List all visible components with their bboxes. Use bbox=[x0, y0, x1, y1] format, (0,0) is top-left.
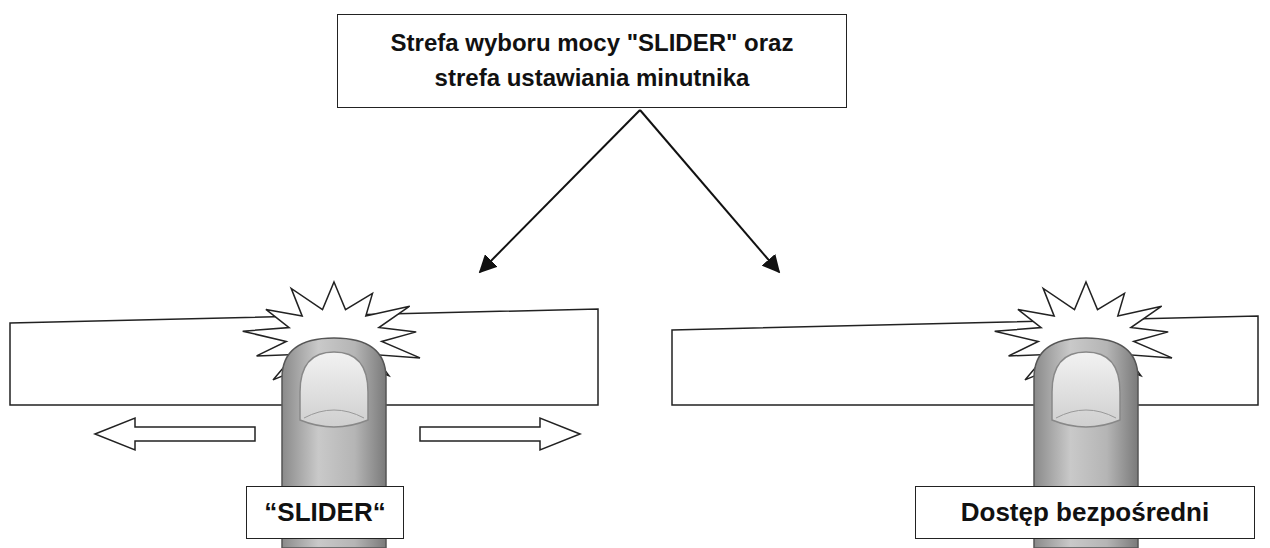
label-text: “SLIDER“ bbox=[264, 497, 385, 528]
zone-heading-box: Strefa wyboru mocy "SLIDER" oraz strefa … bbox=[337, 14, 847, 108]
leader-arrow bbox=[480, 110, 640, 272]
slide-arrow bbox=[420, 418, 580, 450]
label-box: “SLIDER“ bbox=[246, 486, 404, 539]
label-text: Strefa wyboru mocy "SLIDER" oraz strefa … bbox=[357, 26, 827, 96]
label-box: Dostęp bezpośredni bbox=[915, 486, 1255, 539]
label-text: Dostęp bezpośredni bbox=[961, 497, 1209, 528]
leader-arrow bbox=[640, 110, 779, 272]
slide-arrow bbox=[95, 418, 255, 450]
touch-strip bbox=[672, 316, 1258, 405]
